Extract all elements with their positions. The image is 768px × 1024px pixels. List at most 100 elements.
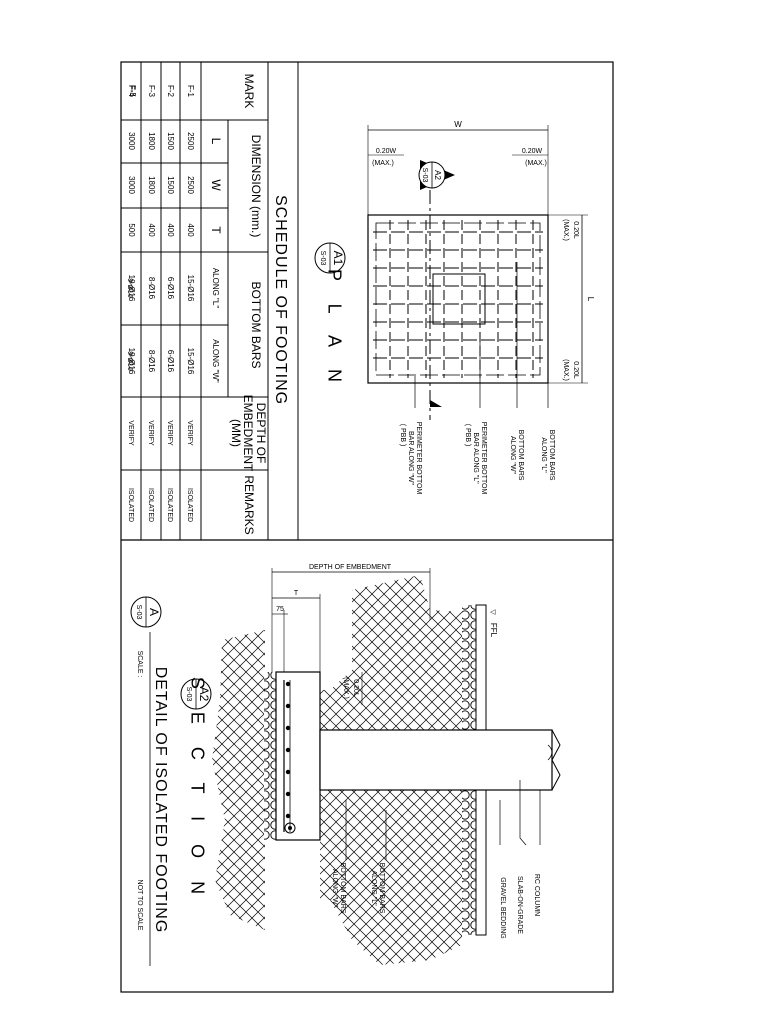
section-cut-main: A2 <box>433 170 442 180</box>
section-title-block: A2 S-03 S E C T I O N <box>180 677 212 903</box>
dim-020l-bottom: 0.20L <box>572 361 579 379</box>
dim-l: L <box>586 297 595 302</box>
label-bottom-bars-w-1: BOTTOM BARS <box>339 863 346 914</box>
row-t: 500 <box>127 223 136 237</box>
label-bottom-bars-w-2: ALONG "W" <box>331 869 338 908</box>
dim-max-bottom: (MAX.) <box>562 359 569 381</box>
section-title: S E C T I O N <box>187 677 207 903</box>
row-along-l: 6-Ø16 <box>166 277 175 300</box>
plan-labels: BOTTOM BARS ALONG "L" BOTTOM BARS ALONG … <box>399 422 555 495</box>
scale-label: SCALE : <box>136 651 143 678</box>
row-along-w: 15-Ø16 <box>186 348 195 375</box>
row-mark: F-2 <box>166 85 175 98</box>
table-row: F-4 3000 3000 500 19-Ø16 19-Ø16 VERIFY I… <box>127 85 136 522</box>
label-bottom-bars-w-1: BOTTOM BARS <box>517 430 524 481</box>
header-depth-1: DEPTH OF <box>254 403 268 464</box>
depth-of-embedment: DEPTH OF EMBEDMENT <box>309 564 392 571</box>
dim-w: W <box>454 120 462 129</box>
gravel-under-footing <box>264 672 276 840</box>
ffl-label: FFL <box>489 623 498 638</box>
plan-bubble-main: A1 <box>331 251 345 266</box>
dim-t: T <box>294 590 299 597</box>
row-depth: VERIFY <box>166 420 173 446</box>
section-footing <box>275 671 321 841</box>
label-pbb-w-3: ( PBB ) <box>399 424 406 447</box>
dim-020l-top: 0.20L <box>572 221 579 239</box>
row-remarks: ISOLATED <box>186 488 193 522</box>
row-t: 400 <box>147 223 156 237</box>
dim-75: 75 <box>276 606 284 613</box>
table-row: F-1 2500 2500 400 15-Ø16 15-Ø16 VERIFY I… <box>186 85 195 522</box>
row-remarks: ISOLATED <box>147 488 154 522</box>
label-bottom-bars-w-2: ALONG "W" <box>509 436 516 475</box>
footing-section: DEPTH OF EMBEDMENT T 75 0.20L (MAX.) ▽ F… <box>130 564 561 966</box>
footing-outline <box>367 214 549 384</box>
row-t: 400 <box>166 223 175 237</box>
section-cut-sub: S-03 <box>421 168 428 183</box>
row-l: 3000 <box>127 132 136 150</box>
section-dim-020l: 0.20L <box>352 679 359 697</box>
row-along-w: 19-Ø16 <box>127 348 136 375</box>
subheader-along-l: ALONG "L" <box>211 268 220 309</box>
section-dim-max: (MAX.) <box>342 677 349 699</box>
row-w: 1800 <box>147 176 156 194</box>
header-depth-2: EMBEDMENT <box>241 395 255 472</box>
sheet-border <box>120 61 614 993</box>
row-t: 400 <box>186 223 195 237</box>
schedule-of-footing: SCHEDULE OF FOOTING MARK DIMENSION (mm.)… <box>121 62 299 540</box>
header-dimension: DIMENSION (mm.) <box>249 135 263 238</box>
plan-title-block: A1 S-03 P L A N <box>314 242 346 391</box>
row-mark: F-5 <box>128 85 137 98</box>
dim-max-left: (MAX.) <box>372 160 394 167</box>
table-row: F-2 1500 1500 400 6-Ø16 6-Ø16 VERIFY ISO… <box>166 85 175 522</box>
row-l: 2500 <box>186 132 195 150</box>
slab-on-grade-2 <box>475 789 487 936</box>
subheader-l: L <box>209 138 223 145</box>
row-along-w: 8-Ø16 <box>147 350 156 373</box>
label-slab-on-grade: SLAB-ON-GRADE <box>516 876 523 934</box>
row-l: 1800 <box>147 132 156 150</box>
row-depth: VERIFY <box>186 420 193 446</box>
row-mark: F-3 <box>147 85 156 98</box>
label-pbb-l-3: ( PBB ) <box>464 424 471 447</box>
plan-title: P L A N <box>324 269 344 391</box>
section-bubble-main: A2 <box>197 687 211 702</box>
detail-bubble-sub: S-03 <box>135 605 142 620</box>
row-w: 2500 <box>186 176 195 194</box>
row-w: 1500 <box>166 176 175 194</box>
row-along-w: 6-Ø16 <box>166 350 175 373</box>
subheader-along-w: ALONG "W" <box>211 339 220 383</box>
row-l: 1500 <box>166 132 175 150</box>
section-cut-marker: A2 S-03 <box>418 160 455 420</box>
footing-plan: W 0.20W (MAX.) 0.20W (MAX.) L 0.20L (MAX… <box>314 120 595 495</box>
row-depth: VERIFY <box>127 420 134 446</box>
row-depth: VERIFY <box>147 420 154 446</box>
row-along-w: 9-Ø16 <box>126 351 133 371</box>
table-row: F-3 1800 1800 400 8-Ø16 8-Ø16 VERIFY ISO… <box>147 85 156 522</box>
detail-title-block: A S-03 DETAIL OF ISOLATED FOOTING SCALE … <box>130 596 169 966</box>
schedule-title: SCHEDULE OF FOOTING <box>272 195 289 405</box>
plan-bubble-sub: S-03 <box>319 251 326 266</box>
row-along-l: 8-Ø16 <box>147 277 156 300</box>
section-column <box>319 729 553 791</box>
detail-bubble-main: A <box>147 608 161 616</box>
label-rc-column: RC COLUMN <box>533 874 540 916</box>
row-along-l: 19-Ø16 <box>127 275 136 302</box>
row-along-l: 15-Ø16 <box>186 275 195 302</box>
slab-on-grade-1 <box>475 604 487 731</box>
label-pbb-l-2: BAR ALONG "L" <box>472 432 479 484</box>
label-pbb-l-1: PERIMETER BOTTOM <box>480 422 487 495</box>
label-pbb-w-1: PERIMETER BOTTOM <box>415 422 422 495</box>
soil-left <box>212 630 265 930</box>
label-bottom-bars-l-1: BOTTOM BARS <box>378 863 385 914</box>
ffl-symbol: ▽ <box>489 609 496 615</box>
gravel-top-2 <box>462 790 476 935</box>
subheader-t: T <box>209 226 223 234</box>
soil-upper <box>330 575 462 730</box>
gravel-top-1 <box>462 605 476 730</box>
plan-column <box>432 273 486 325</box>
row-remarks: ISOLATED <box>166 488 173 522</box>
label-bottom-bars-l-2: ALONG "L" <box>540 437 547 473</box>
label-bottom-bars-l-1: BOTTOM BARS <box>548 430 555 481</box>
row-along-l: 9-Ø16 <box>126 278 133 298</box>
